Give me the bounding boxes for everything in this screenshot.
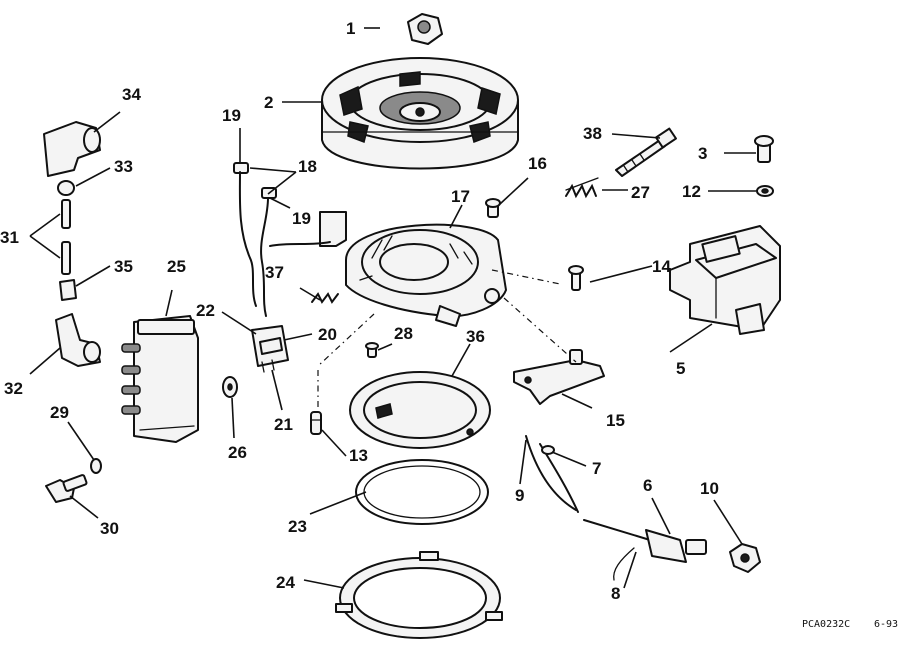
- power-pack: [121, 315, 199, 443]
- callout-25: 25: [167, 257, 186, 276]
- callout-34: 34: [122, 85, 141, 104]
- callout-labels: 1 2 3 5 6 7 8 9 10 12 13 14 15 16 17 18 …: [0, 19, 719, 603]
- callout-32: 32: [4, 379, 23, 398]
- callout-15: 15: [606, 411, 625, 430]
- callout-6: 6: [643, 476, 652, 495]
- spring-37: [311, 292, 339, 304]
- callout-19a: 19: [222, 106, 241, 125]
- figure-footer: PCA0232C 6-93: [802, 619, 898, 630]
- callout-35: 35: [114, 257, 133, 276]
- callout-18: 18: [298, 157, 317, 176]
- retaining-ring: [355, 459, 489, 525]
- assembly-centerlines: [317, 269, 577, 410]
- figure-code: PCA0232C: [802, 619, 850, 630]
- stator: [269, 211, 507, 327]
- callout-24: 24: [276, 573, 295, 592]
- screw-16: [485, 198, 501, 218]
- flywheel: [321, 57, 519, 170]
- callout-37: 37: [265, 263, 284, 282]
- callout-1: 1: [346, 19, 355, 38]
- spring-27: [565, 177, 599, 199]
- plug-boot-upper: [43, 121, 101, 177]
- flywheel-nut: [407, 13, 443, 45]
- callout-26: 26: [228, 443, 247, 462]
- callout-19b: 19: [292, 209, 311, 228]
- plug-terminal-parts: [57, 180, 77, 301]
- callout-14: 14: [652, 257, 671, 276]
- callout-10: 10: [700, 479, 719, 498]
- callout-16: 16: [528, 154, 547, 173]
- callout-36: 36: [466, 327, 485, 346]
- long-screw: [615, 127, 677, 177]
- plug-boot-lower: [55, 313, 101, 367]
- callout-20: 20: [318, 325, 337, 344]
- callout-12: 12: [682, 182, 701, 201]
- stator-support: [335, 551, 503, 639]
- callout-21: 21: [274, 415, 293, 434]
- callout-29: 29: [50, 403, 69, 422]
- ignition-coil: [669, 225, 781, 335]
- callout-38: 38: [583, 124, 602, 143]
- callout-3: 3: [698, 144, 707, 163]
- callout-22: 22: [196, 301, 215, 320]
- small-screw: [754, 135, 774, 163]
- callout-31: 31: [0, 228, 19, 247]
- screw-14: [568, 265, 584, 291]
- callout-5: 5: [676, 359, 685, 378]
- fastener-parts: [45, 458, 102, 503]
- timer-base: [349, 371, 491, 449]
- callout-9: 9: [515, 486, 524, 505]
- callout-2: 2: [264, 93, 273, 112]
- callout-33: 33: [114, 157, 133, 176]
- pin-13: [310, 411, 322, 435]
- callout-28: 28: [394, 324, 413, 343]
- callout-8: 8: [611, 584, 620, 603]
- temperature-switch: [583, 519, 707, 581]
- leader-lines: [29, 27, 756, 589]
- callout-7: 7: [592, 459, 601, 478]
- callout-13: 13: [349, 446, 368, 465]
- callout-17: 17: [451, 187, 470, 206]
- washer-12: [756, 185, 774, 197]
- callout-23: 23: [288, 517, 307, 536]
- washer-26: [222, 376, 238, 398]
- leads-7-9: [525, 435, 579, 513]
- callout-30: 30: [100, 519, 119, 538]
- screw-28: [365, 342, 379, 358]
- nut-10: [729, 543, 761, 573]
- throttle-lever: [513, 349, 605, 405]
- figure-date: 6-93: [874, 619, 898, 630]
- callout-27: 27: [631, 183, 650, 202]
